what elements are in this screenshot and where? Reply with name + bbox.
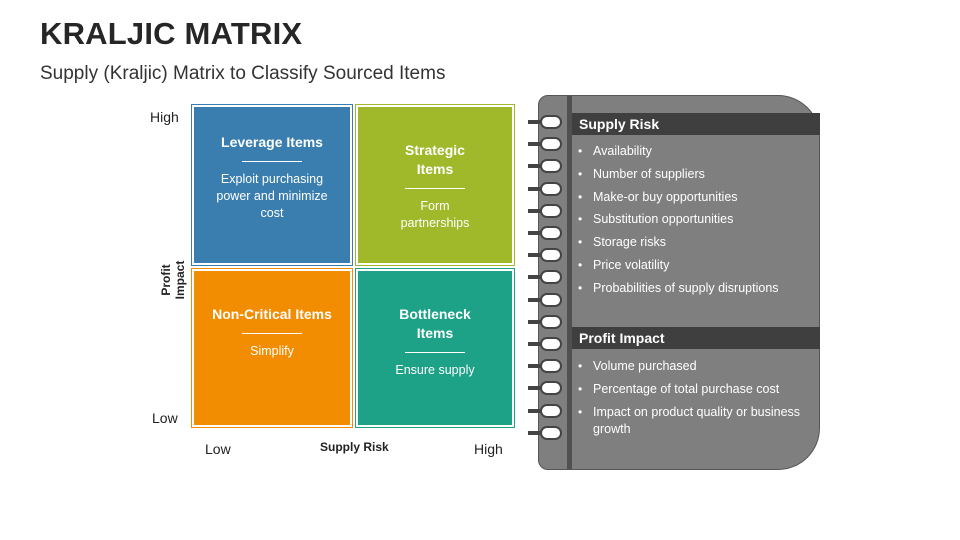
- list-item-text: Price volatility: [593, 258, 670, 272]
- list-item-text: Volume purchased: [593, 359, 697, 373]
- bullet-icon: •: [578, 189, 583, 204]
- list-item: • Probabilities of supply disruptions: [578, 280, 808, 297]
- binder-ring-icon: [528, 159, 562, 174]
- quadrant-leverage: Leverage Items Exploit purchasing power …: [191, 104, 353, 266]
- quadrant-title: Bottleneck Items: [399, 306, 471, 341]
- list-item-text: Impact on product quality or business gr…: [593, 405, 801, 436]
- section-heading-profit-impact: Profit Impact: [572, 327, 820, 349]
- x-axis-title: Supply Risk: [320, 440, 389, 454]
- quadrant-divider: [405, 188, 465, 189]
- quadrant-divider: [242, 333, 302, 334]
- bullet-icon: •: [578, 258, 583, 272]
- list-item: • Make-or buy opportunities: [578, 189, 808, 206]
- quadrant-title: Leverage Items: [221, 134, 323, 150]
- binder-ring-icon: [528, 425, 562, 440]
- list-item-text: Substitution opportunities: [593, 212, 734, 227]
- quadrant-bottleneck: Bottleneck Items Ensure supply: [355, 268, 515, 428]
- list-item: • Percentage of total purchase cost: [578, 381, 808, 398]
- binder-ring-icon: [528, 115, 562, 129]
- list-item-text: Availability: [593, 144, 652, 158]
- y-axis-low-label: Low: [152, 410, 178, 426]
- y-axis-title: Profit Impact: [159, 260, 187, 300]
- page-title: KRALJIC MATRIX: [40, 16, 303, 51]
- binder-ring-icon: [528, 292, 562, 307]
- binder-ring-icon: [528, 314, 562, 329]
- list-item-text: Make-or buy opportunities: [593, 189, 738, 204]
- bullet-icon: •: [578, 144, 583, 158]
- binder-ring-icon: [528, 181, 562, 196]
- bullet-icon: •: [578, 359, 583, 373]
- page-subtitle: Supply (Kraljic) Matrix to Classify Sour…: [40, 63, 446, 84]
- quadrant-description: Form partnerships: [400, 199, 470, 230]
- notebook-spine: [567, 96, 572, 469]
- list-item: • Volume purchased: [578, 358, 808, 375]
- quadrant-strategic: Strategic Items Form partnerships: [355, 104, 515, 266]
- list-item: • Impact on product quality or business g…: [578, 404, 808, 438]
- bullet-icon: •: [578, 405, 583, 419]
- notebook-panel: [538, 95, 820, 470]
- quadrant-description: Ensure supply: [395, 363, 475, 377]
- binder-ring-icon: [528, 337, 562, 351]
- quadrant-divider: [242, 161, 302, 162]
- quadrant-title: Non-Critical Items: [212, 306, 332, 322]
- list-item: • Number of suppliers: [578, 166, 808, 183]
- bullet-icon: •: [578, 235, 583, 250]
- quadrant-description: Exploit purchasing power and minimize co…: [216, 172, 328, 220]
- list-item: • Price volatility: [578, 257, 808, 274]
- bullet-icon: •: [578, 166, 583, 181]
- quadrant-description: Simplify: [250, 344, 294, 358]
- binder-ring-icon: [528, 359, 562, 374]
- y-axis-high-label: High: [150, 109, 179, 125]
- quadrant-title: Strategic Items: [405, 142, 465, 177]
- binder-ring-icon: [528, 248, 562, 263]
- binder-ring-icon: [528, 203, 562, 218]
- bullet-icon: •: [578, 212, 583, 227]
- bullet-icon: •: [578, 382, 583, 396]
- x-axis-high-label: High: [474, 441, 503, 457]
- binder-ring-icon: [528, 403, 562, 418]
- binder-ring-icon: [528, 137, 562, 152]
- list-item: • Storage risks: [578, 234, 808, 251]
- binder-ring-icon: [528, 226, 562, 240]
- list-item-text: Probabilities of supply disruptions: [593, 280, 779, 295]
- quadrant-non-critical: Non-Critical Items Simplify: [191, 268, 353, 428]
- section-heading-supply-risk: Supply Risk: [572, 113, 820, 135]
- list-item: • Substitution opportunities: [578, 211, 808, 228]
- list-item-text: Number of suppliers: [593, 166, 705, 181]
- quadrant-divider: [405, 352, 465, 353]
- binder-ring-icon: [528, 381, 562, 396]
- binder-ring-icon: [528, 270, 562, 285]
- x-axis-low-label: Low: [205, 441, 231, 457]
- list-item-text: Percentage of total purchase cost: [593, 382, 780, 396]
- list-item: • Availability: [578, 143, 808, 160]
- bullet-icon: •: [578, 280, 583, 295]
- list-item-text: Storage risks: [593, 235, 666, 250]
